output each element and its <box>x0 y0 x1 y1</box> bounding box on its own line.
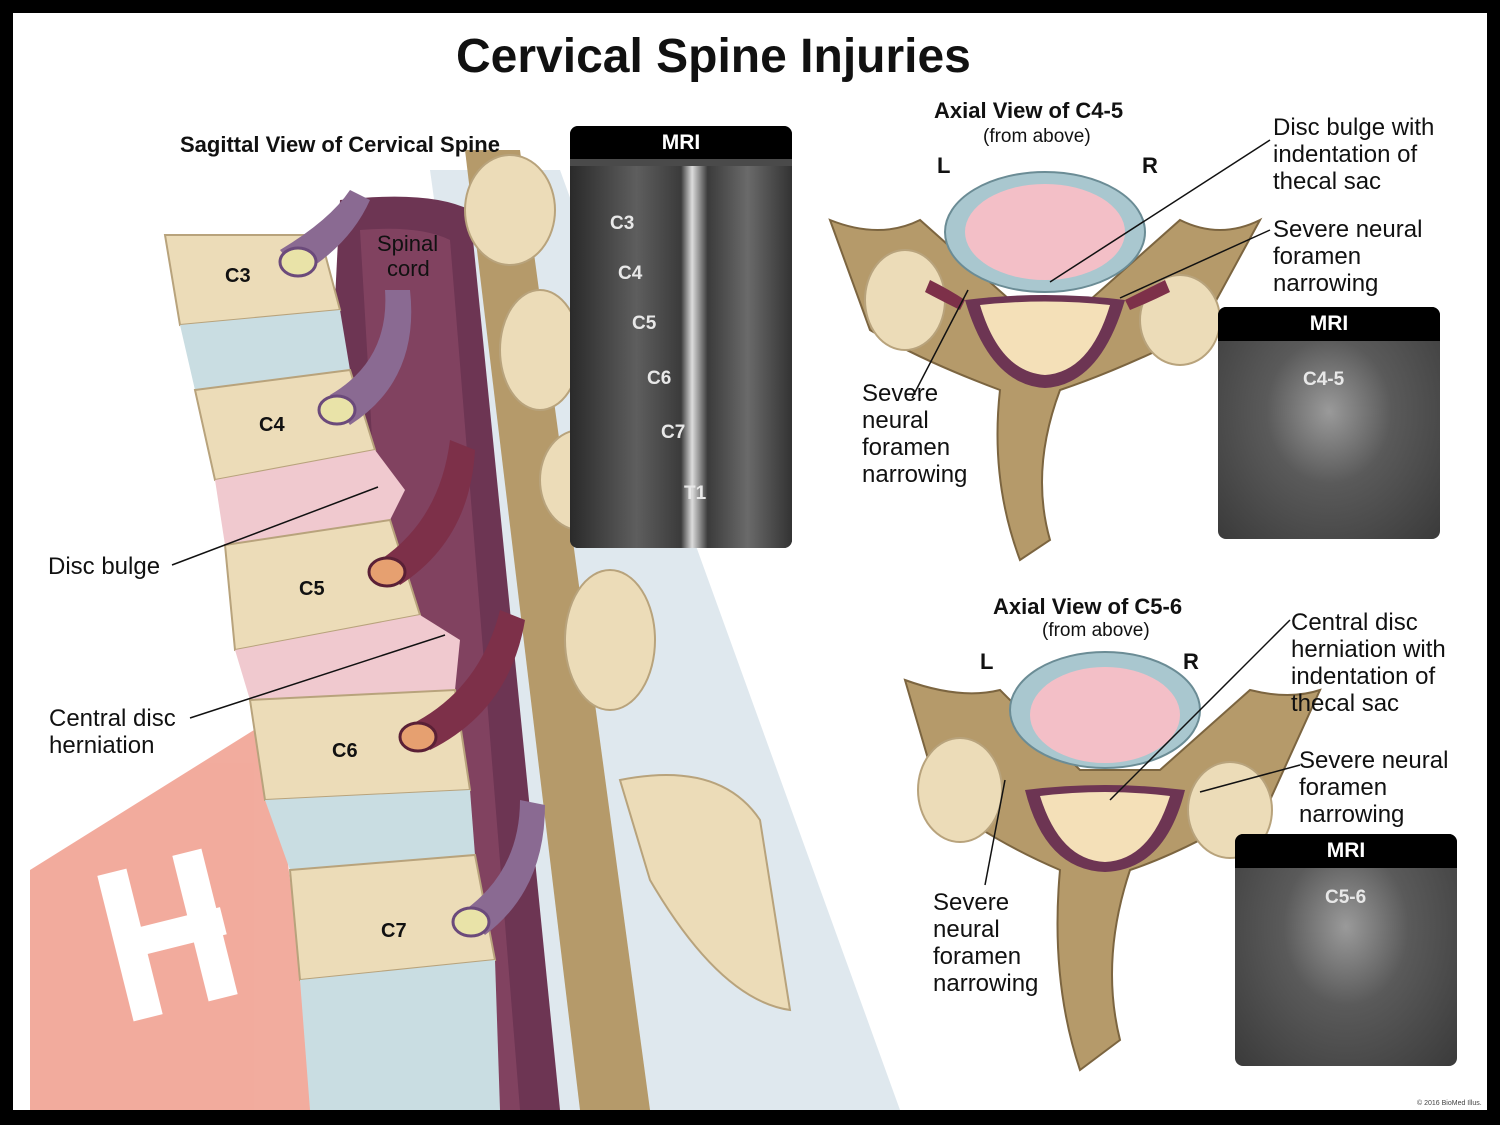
c45-foramen-right-2: foramen <box>1273 243 1362 270</box>
c56-foramen-left-2: neural <box>933 916 1000 943</box>
sagittal-illustration <box>163 150 900 1110</box>
disc-c6-c7 <box>265 790 475 870</box>
sagittal-mri-panel <box>570 126 792 548</box>
sagittal-heading: Sagittal View of Cervical Spine <box>180 132 500 157</box>
axial-c45-heading: Axial View of C4-5 <box>934 98 1124 123</box>
c56-herniation-callout-4: thecal sac <box>1291 690 1400 717</box>
vertebra-label-c7: C7 <box>381 920 407 942</box>
disc-c3-c4 <box>180 310 350 390</box>
axial-c56-mri-header: MRI <box>1235 834 1457 868</box>
disc-c5-c6 <box>235 615 460 700</box>
c45-foramen-right-3: narrowing <box>1273 270 1379 297</box>
c56-foramen-left-1: Severe <box>933 889 1010 916</box>
watermark-logo <box>30 720 319 1110</box>
axial-c45-mri-label: C4-5 <box>1303 369 1345 390</box>
mri-level-c4: C4 <box>618 263 643 284</box>
axial-c56-left: L <box>980 649 994 674</box>
axial-c56-right: R <box>1183 649 1199 674</box>
vertebra-label-c3: C3 <box>225 265 251 287</box>
c56-foramen-left-3: foramen <box>933 943 1022 970</box>
axial-c45-left: L <box>937 153 951 178</box>
leader-disc-bulge <box>171 486 379 566</box>
mri-level-c3: C3 <box>610 213 635 234</box>
axial-c56-heading: Axial View of C5-6 <box>993 594 1183 619</box>
c45-foramen-left-4: narrowing <box>862 461 968 488</box>
spinal-cord-label-1: Spinal <box>377 231 439 256</box>
mri-level-t1: T1 <box>684 483 707 504</box>
c56-foramen-right-1: Severe neural <box>1299 747 1449 774</box>
central-disc-label-1: Central disc <box>49 705 176 732</box>
sagittal-mri-header: MRI <box>570 126 792 159</box>
axial-c45-right: R <box>1142 153 1158 178</box>
c45-foramen-left-3: foramen <box>862 434 951 461</box>
axial-c56-mri-label: C5-6 <box>1325 887 1367 908</box>
disc-bulge-label: Disc bulge <box>48 553 161 580</box>
axial-c56-mri-panel <box>1235 834 1457 1066</box>
vertebra-label-c4: C4 <box>259 414 285 436</box>
vertebra-label-c6: C6 <box>332 740 358 762</box>
c45-foramen-left-1: Severe <box>862 380 939 407</box>
c45-foramen-right-1: Severe neural <box>1273 216 1423 243</box>
c45-foramen-left-2: neural <box>862 407 929 434</box>
page-title: Cervical Spine Injuries <box>456 30 971 83</box>
c56-foramen-right-2: foramen <box>1299 774 1388 801</box>
axial-c56-subheading: (from above) <box>1042 620 1150 641</box>
c45-bulge-callout-2: indentation of <box>1273 141 1418 168</box>
illustration-panel: MRI C3 C4 C5 C6 C7 T1 <box>13 13 1487 1110</box>
c56-herniation-callout-3: indentation of <box>1291 663 1436 690</box>
mri-level-c5: C5 <box>632 313 657 334</box>
c56-herniation-callout-1: Central disc <box>1291 609 1418 636</box>
c45-bulge-callout-3: thecal sac <box>1273 168 1382 195</box>
mri-level-c6: C6 <box>647 368 672 389</box>
vertebra-label-c5: C5 <box>299 578 325 600</box>
c56-herniation-callout-2: herniation with <box>1291 636 1446 663</box>
axial-c45-mri-header: MRI <box>1218 307 1440 341</box>
c56-foramen-right-3: narrowing <box>1299 801 1405 828</box>
copyright: © 2016 BioMed Illus. <box>1417 1100 1482 1107</box>
axial-c45-mri-panel <box>1218 307 1440 539</box>
disc-c4-c5 <box>215 450 405 545</box>
leader-central-disc <box>189 634 446 719</box>
axial-c45-illustration <box>828 139 1271 562</box>
c56-foramen-left-4: narrowing <box>933 970 1039 997</box>
c45-bulge-callout-1: Disc bulge with <box>1273 114 1435 141</box>
spinal-cord-label-2: cord <box>387 256 430 281</box>
central-disc-label-2: herniation <box>49 732 155 759</box>
axial-c45-subheading: (from above) <box>983 126 1091 147</box>
mri-level-c7: C7 <box>661 422 686 443</box>
